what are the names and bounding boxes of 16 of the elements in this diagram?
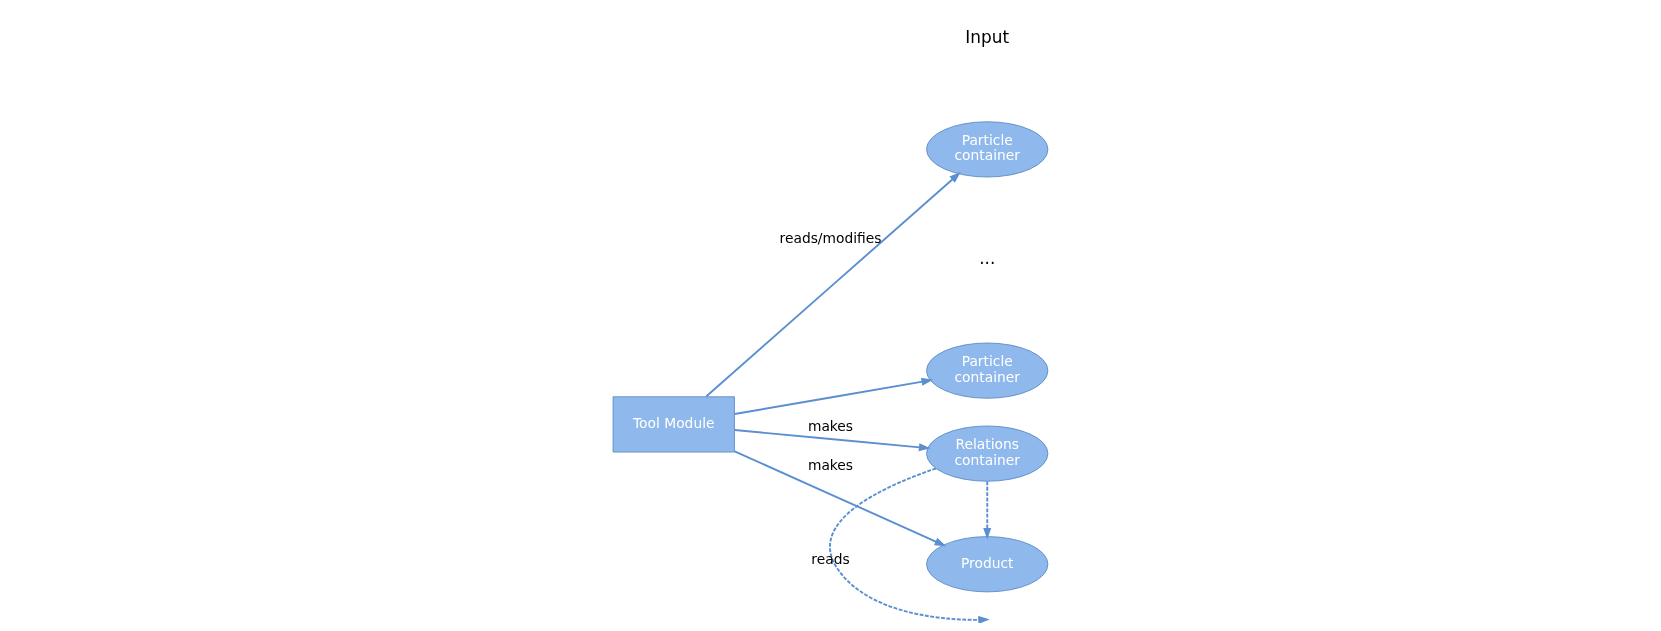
edge-label: makes <box>807 417 854 434</box>
node-ellipse: Relations container <box>926 425 1049 482</box>
arrow <box>733 450 947 547</box>
arrow <box>829 467 990 623</box>
arrow <box>705 172 961 398</box>
node-box: Tool Module <box>612 396 735 453</box>
label: Input <box>965 27 1010 48</box>
node-ellipse: Particle container <box>926 121 1049 178</box>
arrow <box>733 429 931 452</box>
arrow <box>733 377 934 415</box>
edge-label: reads <box>811 550 850 567</box>
edge-label: reads/modifies <box>779 229 882 246</box>
edge-label: makes <box>807 457 854 474</box>
arrow <box>983 480 992 540</box>
label: ... <box>979 248 996 269</box>
node-ellipse: Particle container <box>926 342 1049 399</box>
